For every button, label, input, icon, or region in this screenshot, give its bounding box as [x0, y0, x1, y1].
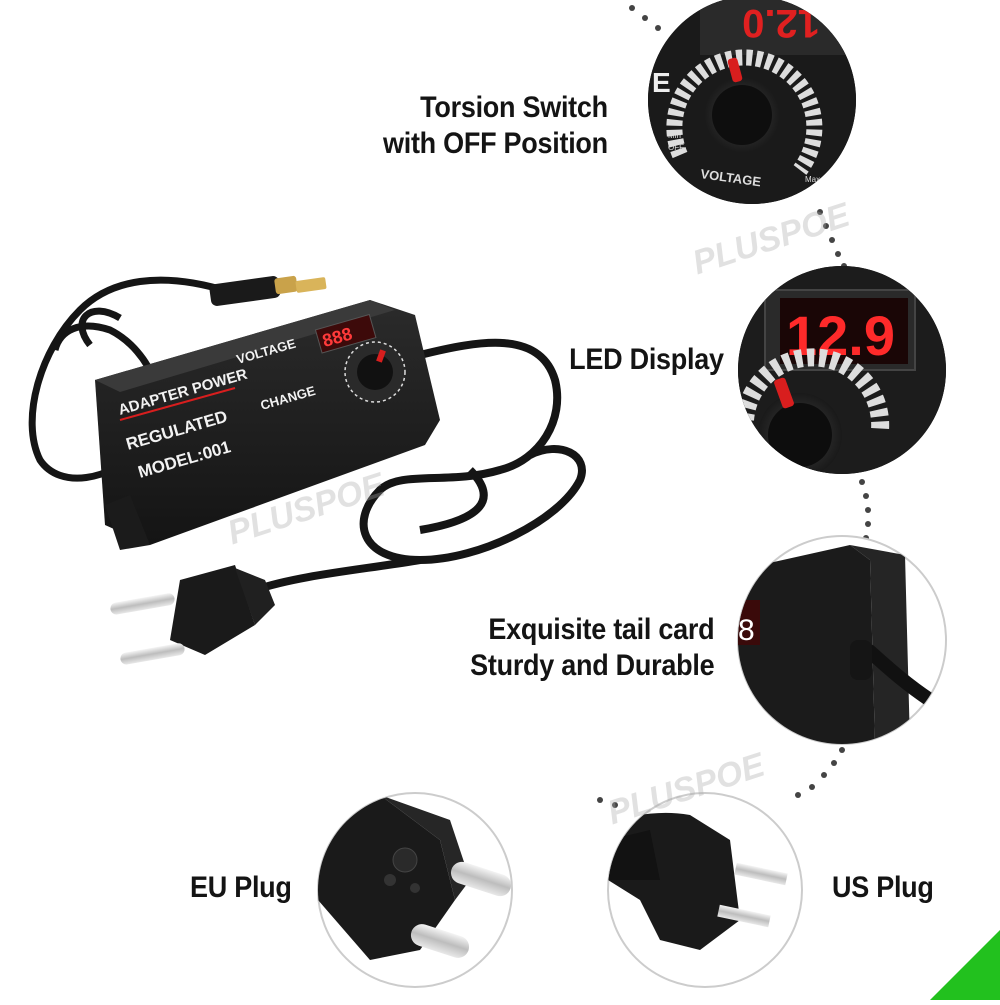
led-display-value: 12.9: [786, 304, 895, 367]
dotted-connector: [597, 5, 871, 808]
min-text: Min: [668, 131, 681, 140]
tail-card-label: Exquisite tail card Sturdy and Durable: [470, 612, 714, 684]
svg-text:8: 8: [738, 614, 755, 647]
torsion-switch-label: Torsion Switch with OFF Position: [383, 90, 608, 162]
top-display-text: 12.0: [742, 1, 820, 45]
off-text: OFF: [668, 143, 684, 152]
svg-text:E: E: [652, 67, 671, 98]
tail-card-line-2: Sturdy and Durable: [469, 649, 714, 682]
corner-accent: [930, 930, 1000, 1000]
zoom-eu-plug: [317, 792, 513, 988]
zoom-led-display: 12.9: [738, 266, 946, 474]
led-display-label: LED Display: [569, 343, 724, 376]
eu-plug-main: [110, 565, 275, 665]
eu-plug-label: EU Plug: [190, 871, 292, 904]
zoom-torsion-switch: 12.0 E VOLTAGE Min OFF Max: [648, 0, 856, 204]
torsion-switch-line-2: with OFF Position: [383, 127, 608, 160]
tail-card-line-1: Exquisite tail card: [488, 613, 714, 646]
torsion-switch-line-1: Torsion Switch: [420, 91, 608, 124]
us-plug-label: US Plug: [832, 871, 934, 904]
zoom-tail-card: 8: [737, 535, 947, 745]
zoom-us-plug: [607, 792, 803, 988]
adapter-main: ADAPTER POWER REGULATED MODEL:001 VOLTAG…: [28, 275, 586, 594]
max-text: Max: [805, 175, 820, 184]
